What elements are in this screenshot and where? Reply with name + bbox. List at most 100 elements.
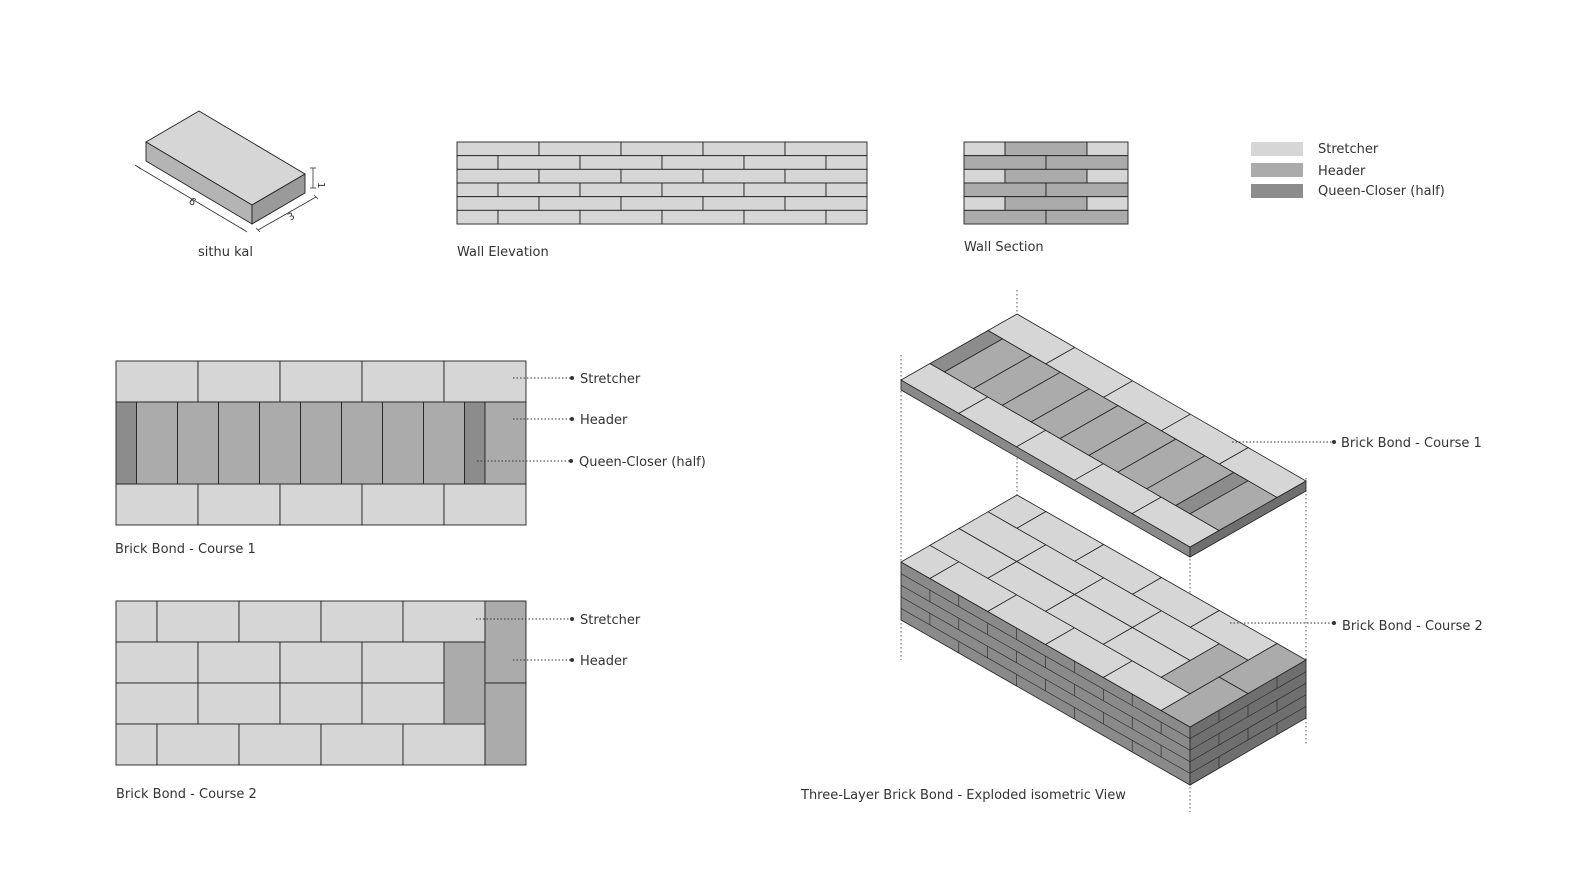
iso-course2-stack: [900, 494, 1307, 786]
course1-stretcher: [443, 483, 527, 526]
course1-header: [341, 401, 383, 485]
legend-swatch-header: [1251, 163, 1303, 177]
elevation-brick: [497, 209, 581, 225]
wall-elevation: [456, 141, 868, 225]
elevation-brick: [702, 168, 786, 184]
course2-callouts: Stretcher Header: [476, 613, 641, 669]
elevation-brick: [784, 196, 868, 211]
elevation-brick: [825, 155, 868, 170]
course1-stretcher: [197, 360, 281, 403]
legend-label-stretcher: Stretcher: [1318, 142, 1379, 157]
course2-stretcher: [320, 723, 404, 766]
course1-header: [484, 401, 527, 485]
course1-stretcher: [115, 483, 199, 526]
elevation-brick: [825, 182, 868, 198]
elevation-brick: [620, 196, 704, 211]
wall-section-caption: Wall Section: [964, 240, 1044, 255]
course1-callout-queen-closer: Queen-Closer (half): [579, 455, 706, 470]
section-header: [963, 209, 1047, 225]
course2-stretcher: [238, 600, 322, 643]
section-header: [1045, 182, 1129, 198]
iso-label-course2: Brick Bond - Course 2: [1342, 619, 1483, 634]
course2-stretcher: [238, 723, 322, 766]
single-brick-drawing: 6 3 1 sithu kal: [134, 110, 326, 260]
legend-swatch-queen-closer: [1251, 184, 1303, 198]
course2-stretcher: [115, 723, 158, 766]
course2-stretcher: [279, 641, 363, 684]
elevation-brick: [538, 196, 622, 211]
elevation-brick: [743, 209, 827, 225]
course1-queen-closer: [464, 401, 486, 485]
section-stretcher: [963, 196, 1006, 211]
elevation-brick: [620, 168, 704, 184]
course1-stretcher: [115, 360, 199, 403]
section-header: [1004, 141, 1088, 157]
iso-label-course1: Brick Bond - Course 1: [1341, 436, 1482, 451]
elevation-brick: [497, 182, 581, 198]
iso-caption: Three-Layer Brick Bond - Exploded isomet…: [800, 788, 1126, 803]
section-header: [1045, 155, 1129, 170]
section-header: [963, 182, 1047, 198]
course2-header: [443, 641, 486, 725]
course1-stretcher: [443, 360, 527, 403]
course2-stretcher: [156, 600, 240, 643]
section-stretcher: [1086, 196, 1129, 211]
course2-stretcher: [402, 723, 486, 766]
brick-dimensions: [134, 164, 319, 233]
course1-stretcher: [279, 483, 363, 526]
elevation-brick: [784, 141, 868, 157]
brick-side-face: [251, 173, 306, 225]
elevation-brick: [579, 209, 663, 225]
legend-label-header: Header: [1318, 164, 1366, 179]
elevation-brick: [456, 182, 499, 198]
course1-caption: Brick Bond - Course 1: [115, 542, 256, 557]
course1-callout-header: Header: [580, 413, 628, 428]
section-header: [1004, 168, 1088, 184]
legend-swatch-stretcher: [1251, 142, 1303, 156]
course2-callout-header: Header: [580, 654, 628, 669]
course1-header: [177, 401, 219, 485]
iso-course2-side-course-line: [1189, 671, 1307, 739]
course1-stretcher: [361, 483, 445, 526]
course2-header: [484, 682, 527, 766]
course1-header: [382, 401, 424, 485]
elevation-brick: [702, 141, 786, 157]
elevation-brick: [579, 155, 663, 170]
course2-header: [484, 600, 527, 684]
course1-header: [259, 401, 301, 485]
iso-callouts: Brick Bond - Course 1 Brick Bond - Cours…: [1230, 436, 1483, 634]
wall-section: [963, 141, 1129, 225]
course1-queen-closer: [115, 401, 137, 485]
brick-width-dim: 3: [286, 211, 297, 224]
course1-callout-stretcher: Stretcher: [580, 372, 641, 387]
elevation-brick: [825, 209, 868, 225]
course2-stretcher: [361, 641, 445, 684]
elevation-brick: [784, 168, 868, 184]
legend: Stretcher Header Queen-Closer (half): [1251, 142, 1445, 199]
course1-header: [218, 401, 260, 485]
legend-label-queen-closer: Queen-Closer (half): [1318, 184, 1445, 199]
wall-elevation-caption: Wall Elevation: [457, 245, 549, 260]
course1-header: [300, 401, 342, 485]
iso-course1-top-brick: [1189, 480, 1278, 531]
elevation-brick: [620, 141, 704, 157]
course2-stretcher: [279, 682, 363, 725]
elevation-brick: [661, 209, 745, 225]
section-header: [1004, 196, 1088, 211]
course1-stretcher: [197, 483, 281, 526]
section-stretcher: [1086, 168, 1129, 184]
iso-course2-top-brick: [1218, 643, 1307, 694]
section-stretcher: [963, 168, 1006, 184]
course2-stretcher: [156, 723, 240, 766]
course1-stretcher: [361, 360, 445, 403]
section-header: [963, 155, 1047, 170]
iso-course2-side-course-line: [1189, 706, 1307, 774]
elevation-brick: [702, 196, 786, 211]
elevation-brick: [661, 182, 745, 198]
elevation-brick: [538, 168, 622, 184]
iso-course2-side-course-line: [1189, 682, 1307, 751]
elevation-brick: [456, 168, 540, 184]
elevation-brick: [456, 196, 540, 211]
brick-height-dim: 1: [315, 182, 326, 188]
